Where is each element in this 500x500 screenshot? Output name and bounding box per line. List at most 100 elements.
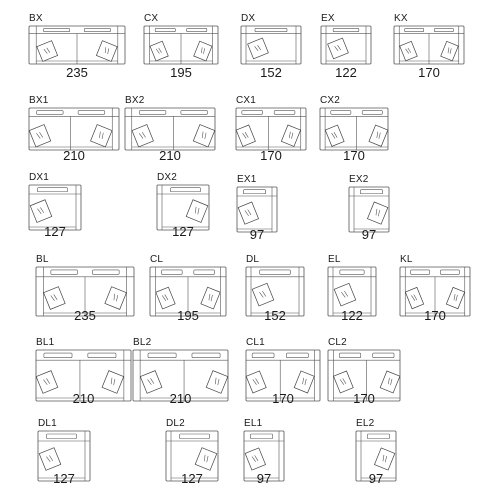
module-width: 195 [177,308,199,323]
module-width: 152 [264,308,286,323]
cushion-icon [35,370,59,394]
cushion-icon [324,124,345,147]
cushion-icon [155,286,176,310]
module-width: 170 [353,391,375,406]
sofa-drawing [235,107,307,151]
module-code: BX2 [125,95,145,106]
cushion-icon [374,447,396,471]
cushion-icon [333,282,357,307]
module-code: DX2 [157,172,178,183]
module-code: CX2 [320,95,341,106]
sofa-module: KX 170 [393,13,465,80]
sofa-module: EL1 97 [243,418,285,486]
module-code: BL [36,254,49,265]
module-width: 122 [341,308,363,323]
cushion-icon [244,447,266,471]
module-width: 127 [181,471,203,486]
module-width: 122 [335,65,357,80]
sofa-drawing [35,349,132,402]
sofa-module: CL1 170 [245,337,321,406]
sofa-drawing [143,25,219,65]
module-width: 170 [424,308,446,323]
cushion-icon [445,286,466,310]
cushion-icon [101,370,125,394]
sofa-drawing [393,25,465,65]
sofa-module: EL2 97 [355,418,397,486]
cushion-icon [247,37,269,60]
sofa-drawing [327,266,377,317]
module-code: EL2 [356,418,375,429]
sofa-drawing [236,186,278,233]
cushion-icon [194,447,218,471]
sofa-drawing [327,349,401,402]
module-code: EX2 [349,174,369,185]
sofa-module: DL2 127 [165,418,219,486]
module-width: 210 [159,148,181,163]
module-code: EL1 [244,418,263,429]
module-code: EL [328,254,341,265]
module-width: 210 [72,391,95,406]
module-code: DL [246,254,260,265]
sofa-drawing [149,266,227,317]
cushion-icon [205,370,229,394]
cushion-icon [245,370,267,394]
sofa-drawing [28,107,120,151]
module-width: 127 [53,471,75,486]
cushion-icon [293,370,315,394]
module-code: DL2 [166,418,185,429]
sofa-drawing [124,107,216,151]
sofa-drawing [28,184,82,231]
cushion-icon [192,124,216,148]
module-code: CL1 [246,337,265,348]
sofa-drawing [37,430,91,482]
sofa-drawing [319,107,389,151]
module-code: CL2 [328,337,347,348]
module-width: 210 [169,391,192,406]
sofa-module: DX1 127 [28,172,82,239]
cushion-icon [251,282,275,307]
sofa-drawing [355,430,397,482]
sofa-drawing [165,430,219,482]
cushion-icon [43,286,66,310]
module-width: 152 [260,65,282,80]
module-code: EX [321,13,335,24]
cushion-icon [440,40,459,62]
sofa-drawing [156,184,210,231]
sofa-drawing [35,266,135,317]
module-code: CX [144,13,159,24]
module-code: KL [400,254,413,265]
sofa-module: CL2 170 [327,337,401,406]
module-width: 97 [368,471,384,486]
module-code: BX [29,13,43,24]
cushion-icon [399,40,418,62]
cushion-icon [367,201,389,225]
cushion-icon [193,40,213,62]
module-code: DX1 [29,172,50,183]
module-width: 195 [170,65,192,80]
cushion-icon [280,124,302,147]
sofa-module: EX 122 [320,13,372,80]
module-width: 127 [44,224,66,239]
module-width: 170 [272,391,294,406]
module-width: 170 [260,148,282,163]
module-width: 97 [256,471,272,486]
module-code: KX [394,13,408,24]
module-width: 210 [63,148,85,163]
sofa-drawing [28,25,126,65]
module-code: CX1 [236,95,257,106]
sofa-module: DL 152 [245,254,305,323]
cushion-icon [235,124,256,147]
module-width: 170 [418,65,440,80]
module-width: 235 [66,65,88,80]
